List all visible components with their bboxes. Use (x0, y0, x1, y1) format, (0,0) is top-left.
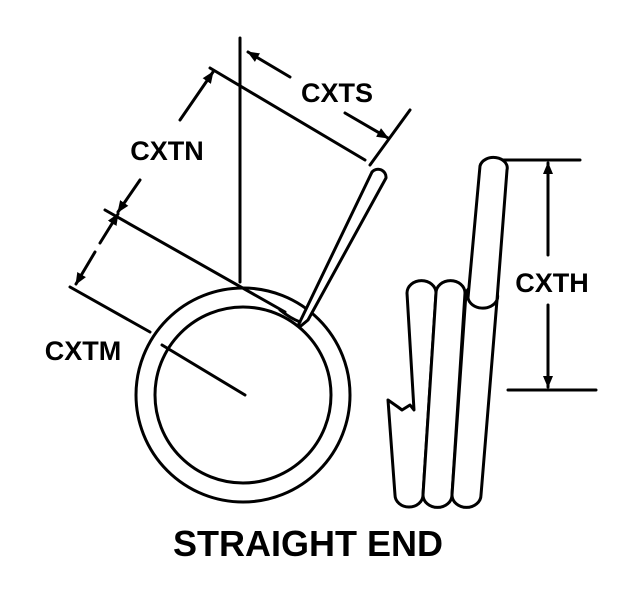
extension-lines (68, 36, 598, 397)
label-cxts: CXTS (301, 78, 373, 108)
label-cxtn: CXTN (130, 136, 204, 166)
label-cxth: CXTH (515, 268, 589, 298)
spring-ring (134, 167, 388, 504)
spring-coils (386, 155, 509, 509)
dimension-arrows (74, 50, 553, 389)
diagram-title: STRAIGHT END (173, 523, 443, 564)
label-cxtm: CXTM (45, 336, 122, 366)
